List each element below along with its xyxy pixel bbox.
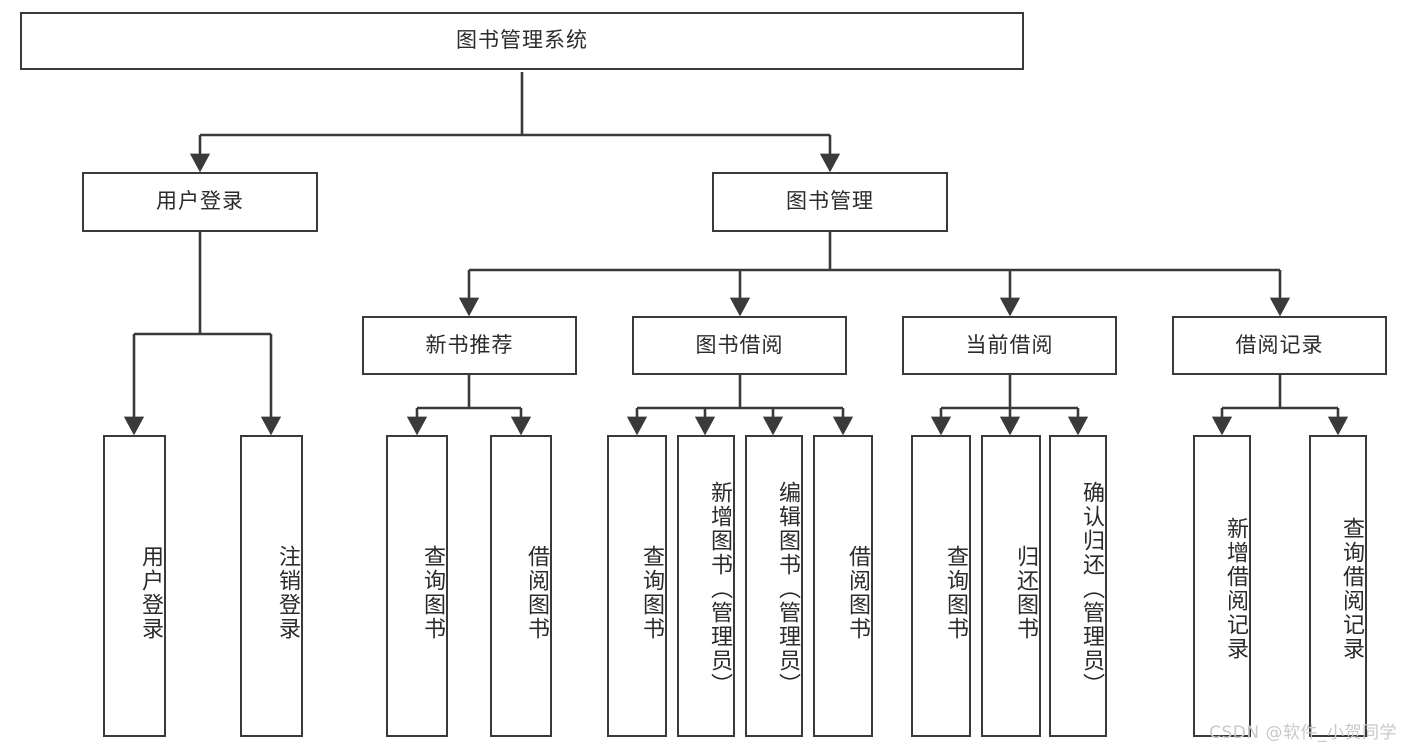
node-current-borrow[interactable]: 当前借阅: [902, 316, 1117, 375]
node-leaf-add-book[interactable]: 新增图书（管理员）: [677, 435, 735, 737]
node-label: 新增借阅记录: [1223, 517, 1248, 661]
node-label: 借阅图书: [524, 545, 549, 641]
node-label: 查询借阅记录: [1339, 517, 1364, 661]
node-leaf-borrow-book-borrow[interactable]: 借阅图书: [813, 435, 873, 737]
node-book-manage[interactable]: 图书管理: [712, 172, 948, 232]
node-root-system[interactable]: 图书管理系统: [20, 12, 1024, 70]
node-label: 确认归还（管理员）: [1079, 481, 1104, 697]
node-label: 借阅记录: [1235, 332, 1324, 357]
node-label: 当前借阅: [965, 332, 1054, 357]
node-leaf-confirm-return[interactable]: 确认归还（管理员）: [1049, 435, 1107, 737]
csdn-watermark: CSDN @软件_小贺同学: [1209, 723, 1397, 743]
node-label: 编辑图书（管理员）: [775, 481, 800, 697]
node-leaf-query-book-borrow[interactable]: 查询图书: [607, 435, 667, 737]
node-label: 图书管理: [786, 189, 874, 214]
node-label: 借阅图书: [845, 545, 870, 641]
node-leaf-add-borrow-record[interactable]: 新增借阅记录: [1193, 435, 1251, 737]
node-leaf-query-borrow-record[interactable]: 查询借阅记录: [1309, 435, 1367, 737]
node-leaf-user-login[interactable]: 用户登录: [103, 435, 166, 737]
node-label: 用户登录: [138, 545, 163, 641]
node-label: 用户登录: [156, 189, 244, 214]
node-label: 注销登录: [275, 545, 300, 641]
node-new-book-recommend[interactable]: 新书推荐: [362, 316, 577, 375]
node-label: 新书推荐: [425, 332, 514, 357]
node-user-login[interactable]: 用户登录: [82, 172, 318, 232]
node-label: 新增图书（管理员）: [707, 481, 732, 697]
node-leaf-edit-book[interactable]: 编辑图书（管理员）: [745, 435, 803, 737]
node-leaf-user-logout[interactable]: 注销登录: [240, 435, 303, 737]
node-leaf-return-book[interactable]: 归还图书: [981, 435, 1041, 737]
node-label: 查询图书: [420, 545, 445, 641]
node-label: 查询图书: [943, 545, 968, 641]
node-leaf-query-book-current[interactable]: 查询图书: [911, 435, 971, 737]
node-borrow-record[interactable]: 借阅记录: [1172, 316, 1387, 375]
node-leaf-query-book-recommend[interactable]: 查询图书: [386, 435, 448, 737]
node-leaf-borrow-book-recommend[interactable]: 借阅图书: [490, 435, 552, 737]
node-label: 归还图书: [1013, 545, 1038, 641]
node-label: 图书借阅: [695, 332, 784, 357]
node-book-borrow[interactable]: 图书借阅: [632, 316, 847, 375]
node-label: 查询图书: [639, 545, 664, 641]
node-label: 图书管理系统: [456, 28, 588, 53]
